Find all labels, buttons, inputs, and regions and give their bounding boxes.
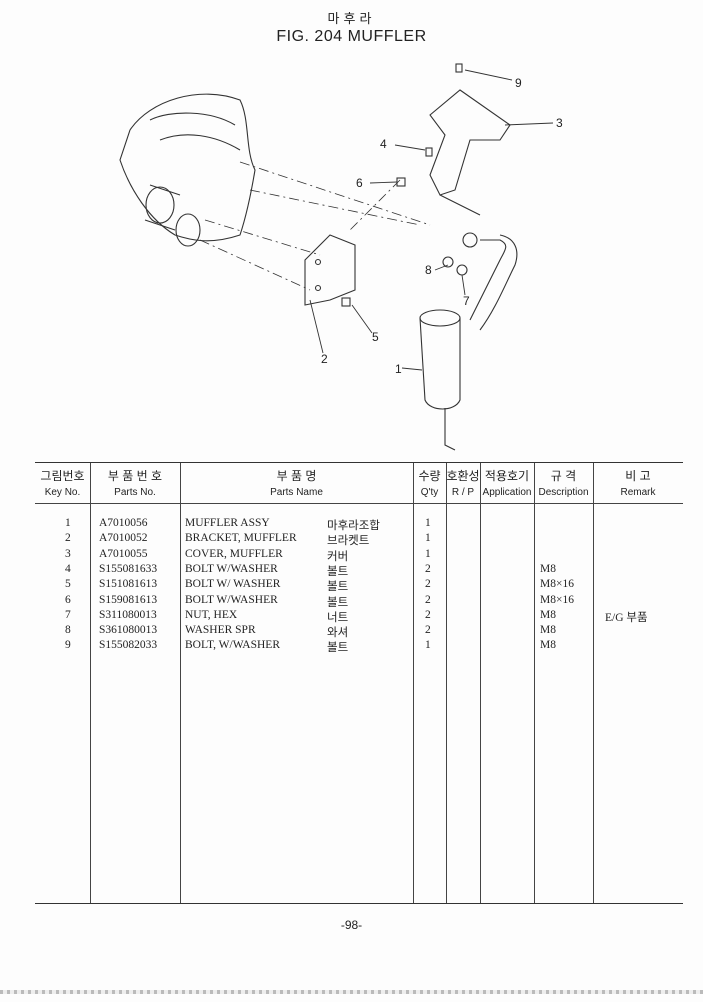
key: 4 xyxy=(65,562,71,575)
quantity: 2 xyxy=(425,593,431,606)
page-number: -98- xyxy=(340,918,363,932)
muffler-body xyxy=(419,232,518,451)
engine-sketch xyxy=(119,93,256,247)
description: M8×16 xyxy=(540,593,574,606)
title-korean: 마후라 xyxy=(327,11,376,26)
part-name-ko: 커버 xyxy=(327,550,349,563)
header-en-3: Q'ty xyxy=(420,487,439,498)
parts-table: 그림번호 Key No. 부 품 번 호 Parts No. 부 품 명 Parts Na… xyxy=(35,462,683,904)
quantity: 1 xyxy=(425,547,431,560)
part-name: NUT, HEX xyxy=(185,608,238,621)
header-en-6: Description xyxy=(538,487,589,498)
quantity: 2 xyxy=(425,578,431,591)
header-ko-2: 부 품 명 xyxy=(276,469,317,483)
header-ko-4: 호환성 xyxy=(446,469,480,483)
remark: E/G 부품 xyxy=(605,611,648,624)
callout-3: 3 xyxy=(556,116,563,130)
part-name: MUFFLER ASSY xyxy=(185,517,270,529)
part-number: A7010056 xyxy=(99,517,148,529)
leader-lines xyxy=(309,69,554,371)
key: 5 xyxy=(65,578,71,591)
description: M8 xyxy=(540,562,556,575)
header-ko-0: 그림번호 xyxy=(40,469,85,483)
quantity: 1 xyxy=(425,517,431,529)
part-name: BOLT W/ WASHER xyxy=(185,578,281,591)
table-row: 2 A7010052 BRACKET, MUFFLER 브라켓트 1 xyxy=(35,532,683,547)
callout-9: 9 xyxy=(515,76,522,90)
callout-6: 6 xyxy=(356,176,363,190)
key: 1 xyxy=(65,517,71,529)
figure-title: FIG. 204 MUFFLER xyxy=(276,28,427,45)
description: M8 xyxy=(540,624,556,637)
table-row: 1 A7010056 MUFFLER ASSY 마후라조합 1 xyxy=(35,517,683,532)
header-en-5: Application xyxy=(482,487,532,498)
key: 3 xyxy=(65,547,71,560)
table-row: 5 S151081613 BOLT W/ WASHER 볼트 2 M8×16 xyxy=(35,578,683,593)
header-ko-6: 규 격 xyxy=(550,469,577,483)
part-name: BRACKET, MUFFLER xyxy=(185,532,297,545)
description: M8×16 xyxy=(540,578,574,591)
header-en-7: Remark xyxy=(620,487,656,498)
part-name: BOLT, W/WASHER xyxy=(185,639,280,652)
part-name: BOLT W/WASHER xyxy=(185,593,278,606)
part-name-ko: 볼트 xyxy=(327,581,349,594)
part-name: BOLT W/WASHER xyxy=(185,562,278,575)
header-ko-5: 적용호기 xyxy=(484,469,530,483)
callout-4: 4 xyxy=(380,137,387,151)
part-name: WASHER SPR xyxy=(185,624,256,637)
part-name-ko: 브라켓트 xyxy=(327,535,370,548)
quantity: 1 xyxy=(425,532,431,545)
description: M8 xyxy=(540,639,556,652)
description: M8 xyxy=(540,608,556,621)
part-name-ko: 마후라조합 xyxy=(327,520,380,532)
part-name-ko: 너트 xyxy=(327,611,349,624)
part-number: S361080013 xyxy=(99,624,158,637)
part-number: S159081613 xyxy=(99,593,158,606)
part-number: A7010052 xyxy=(99,532,148,545)
header-en-2: Parts Name xyxy=(270,487,323,498)
quantity: 2 xyxy=(425,624,431,637)
callout-5: 5 xyxy=(372,330,379,344)
assembly-lines xyxy=(199,161,431,291)
key: 8 xyxy=(65,624,71,637)
header-ko-3: 수량 xyxy=(418,469,441,483)
header-en-1: Parts No. xyxy=(114,487,156,498)
header-en-0: Key No. xyxy=(44,487,81,498)
table-row: 6 S159081613 BOLT W/WASHER 볼트 2 M8×16 xyxy=(35,594,683,609)
header-en-4: R / P xyxy=(451,487,475,498)
exploded-diagram xyxy=(119,63,554,451)
callout-8: 8 xyxy=(425,263,432,277)
callout-1: 1 xyxy=(395,362,402,376)
bracket xyxy=(304,234,356,306)
muffler-cover xyxy=(429,89,511,216)
key: 2 xyxy=(65,532,71,545)
quantity: 1 xyxy=(425,639,431,652)
part-name-ko: 볼트 xyxy=(327,565,349,578)
part-number: S311080013 xyxy=(99,608,157,621)
header-ko-7: 비 고 xyxy=(625,469,651,483)
part-name-ko: 볼트 xyxy=(327,596,349,609)
part-number: S151081613 xyxy=(99,578,158,591)
part-name-ko: 볼트 xyxy=(327,642,349,655)
part-number: S155082033 xyxy=(99,639,158,652)
table-row: 7 S311080013 NUT, HEX 너트 2 M8 E/G 부품 xyxy=(35,609,683,624)
table-row: 8 S361080013 WASHER SPR 와셔 2 M8 xyxy=(35,624,683,639)
quantity: 2 xyxy=(425,608,431,621)
callout-7: 7 xyxy=(463,294,470,308)
scan-edge xyxy=(0,990,703,994)
header-ko-1: 부 품 번 호 xyxy=(107,469,163,483)
callout-2: 2 xyxy=(321,352,328,366)
table-row: 9 S155082033 BOLT, W/WASHER 볼트 1 M8 xyxy=(35,639,683,654)
quantity: 2 xyxy=(425,562,431,575)
part-name-ko: 와셔 xyxy=(327,627,349,640)
table-row: 4 S155081633 BOLT W/WASHER 볼트 2 M8 xyxy=(35,563,683,578)
part-number: S155081633 xyxy=(99,562,158,575)
key: 7 xyxy=(65,608,71,621)
key: 9 xyxy=(65,639,71,652)
key: 6 xyxy=(65,593,71,606)
part-name: COVER, MUFFLER xyxy=(185,547,283,560)
part-number: A7010055 xyxy=(99,547,148,560)
table-row: 3 A7010055 COVER, MUFFLER 커버 1 xyxy=(35,548,683,563)
